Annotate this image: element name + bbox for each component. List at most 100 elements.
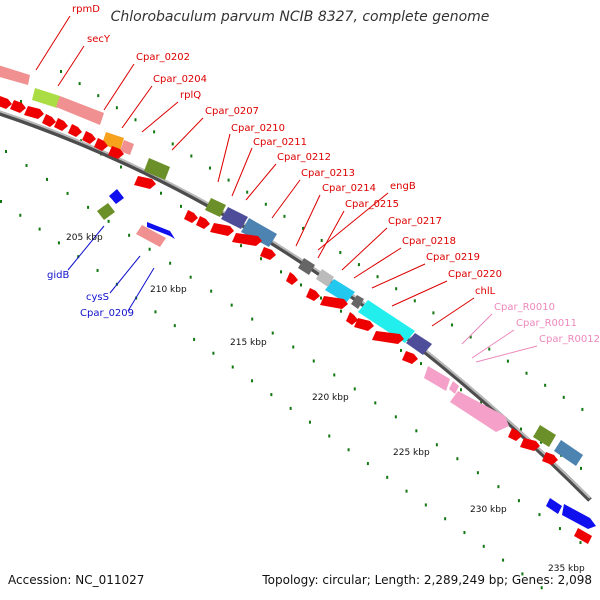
grid-dot [432,311,435,315]
cds-arrow[interactable] [210,223,234,236]
cds-arrow[interactable] [372,331,404,344]
grid-dot [517,499,520,503]
cds-arrow[interactable] [232,233,262,246]
gene-Cpar_0212[interactable] [241,218,277,247]
tick-235: 235 kbp [548,564,585,574]
callout-line [231,147,253,197]
label-Cpar_0209[interactable]: Cpar_0209 [80,308,134,319]
cds-arrow[interactable] [82,131,96,144]
label-Cpar_0212[interactable]: Cpar_0212 [277,152,331,163]
label-Cpar_0207[interactable]: Cpar_0207 [205,106,259,117]
gene-Cpar_0209[interactable] [147,222,175,239]
gene-Cpar_0215[interactable] [325,279,355,303]
callout-line [391,280,448,307]
grid-dot [374,401,377,405]
cds-arrow[interactable] [402,351,418,364]
gene-cysS[interactable] [136,225,166,247]
grid-dot [339,251,342,255]
label-gidB[interactable]: gidB [47,270,69,281]
tick-210: 210 kbp [150,285,187,295]
cds-arrow[interactable] [0,96,12,109]
gene-engB[interactable] [316,269,334,287]
gene-gidB[interactable] [97,203,115,220]
gene-Cpar_0202[interactable] [56,96,104,125]
label-rplQ[interactable]: rplQ [180,90,201,101]
gene-green-right[interactable] [533,425,556,447]
gene-blue-205[interactable] [109,189,124,204]
label-rpmD[interactable]: rpmD [72,4,100,15]
label-Cpar_0211[interactable]: Cpar_0211 [253,137,307,148]
gene-blue-232[interactable] [562,504,596,529]
gene-Cpar_0220[interactable] [406,333,432,355]
gene-rrna-R0010[interactable] [424,366,450,391]
cds-arrow[interactable] [184,210,198,223]
gene-rrna-R0011[interactable] [449,381,459,394]
cds-arrow[interactable] [508,428,522,441]
grid-dot [394,415,397,419]
gene-red-235[interactable] [574,528,592,544]
gene-Cpar_0214[interactable] [298,258,315,275]
cds-arrow[interactable] [94,138,108,151]
grid-dot [128,233,131,237]
cds-arrow[interactable] [542,452,558,465]
gene-Cpar_0204[interactable] [102,132,124,151]
gene-rrna-R0012[interactable] [450,391,509,432]
cds-arrow[interactable] [10,100,26,113]
grid-dot [227,178,230,182]
cds-arrow[interactable] [306,288,320,301]
label-Cpar_0218[interactable]: Cpar_0218 [402,236,456,247]
grid-dot [562,395,565,399]
label-cysS[interactable]: cysS [86,292,109,303]
label-Cpar_0214[interactable]: Cpar_0214 [322,183,376,194]
label-Cpar_0220[interactable]: Cpar_0220 [448,269,502,280]
cds-arrow[interactable] [196,216,210,229]
cds-arrow[interactable] [520,438,540,451]
cds-arrow[interactable] [42,114,56,127]
label-Cpar_0219[interactable]: Cpar_0219 [426,252,480,263]
grid-dot [581,407,584,411]
cds-arrow[interactable] [320,296,348,309]
gene-blue-right[interactable] [554,440,583,466]
cds-arrow[interactable] [54,118,68,131]
gene-blue-230[interactable] [546,498,562,514]
label-chlL[interactable]: chlL [475,286,496,297]
grid-dot [260,257,262,261]
gene-secY[interactable] [32,88,60,108]
cds-arrow[interactable] [346,312,358,325]
grid-dot [78,82,81,86]
label-secY[interactable]: secY [87,34,111,45]
grid-dot [340,309,342,313]
cds-arrow[interactable] [134,176,156,189]
gene-Cpar_0218[interactable] [358,300,415,343]
callout-line [35,15,71,71]
cds-arrow[interactable] [68,124,82,137]
gene-Cpar_0210[interactable] [205,198,226,217]
cds-arrow[interactable] [24,106,44,119]
grid-dot [87,205,90,209]
grid-dot [180,204,182,208]
callout-line [341,227,388,271]
label-Cpar_0204[interactable]: Cpar_0204 [153,74,207,85]
label-Cpar_R0011[interactable]: Cpar_R0011 [516,318,577,329]
label-Cpar_0202[interactable]: Cpar_0202 [136,52,190,63]
gene-Cpar_0211[interactable] [221,207,248,229]
cds-arrow[interactable] [354,318,374,331]
gene-Cpar_0217[interactable] [351,295,364,309]
label-Cpar_R0010[interactable]: Cpar_R0010 [494,302,555,313]
gene-Cpar_0207[interactable] [144,158,170,180]
callout-line [471,329,515,359]
label-engB[interactable]: engB [390,181,416,192]
gene-rpmD[interactable] [0,65,30,85]
gene-rplQ[interactable] [120,140,134,155]
grid-dot [160,191,162,195]
cds-arrow[interactable] [260,247,276,260]
label-Cpar_0217[interactable]: Cpar_0217 [388,216,442,227]
label-Cpar_0215[interactable]: Cpar_0215 [345,199,399,210]
label-Cpar_0213[interactable]: Cpar_0213 [301,168,355,179]
grid-dot [96,268,99,272]
label-Cpar_0210[interactable]: Cpar_0210 [231,123,285,134]
label-Cpar_R0012[interactable]: Cpar_R0012 [539,334,600,345]
cds-arrow[interactable] [286,272,298,285]
cds-arrow[interactable] [108,146,124,159]
map-title: Chlorobaculum parvum NCIB 8327, complete… [110,9,490,25]
